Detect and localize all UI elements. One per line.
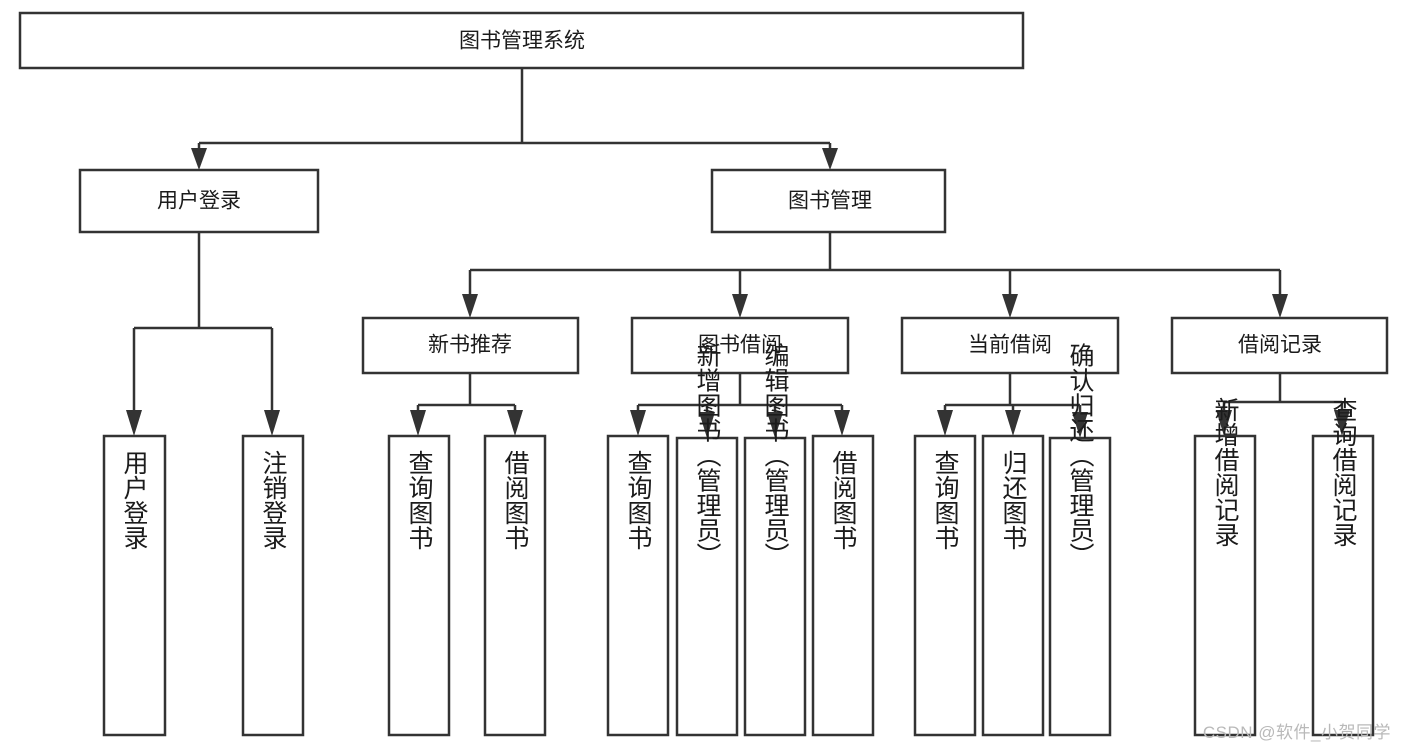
leaf-box[interactable] bbox=[675, 436, 739, 737]
arrow-root-to-book-mgmt bbox=[822, 148, 838, 170]
leaf-box[interactable] bbox=[743, 436, 807, 737]
arrow-book-borrow-leaf-2 bbox=[699, 412, 715, 438]
leaf-label: 新增图书（管理员） bbox=[693, 343, 722, 568]
book-management-box[interactable] bbox=[710, 168, 947, 234]
leaf-box[interactable] bbox=[387, 434, 451, 737]
node-current-borrow[interactable]: 当前借阅 bbox=[900, 316, 1120, 375]
leaf-label: 借阅图书 bbox=[829, 450, 858, 550]
leaf-box[interactable] bbox=[913, 434, 977, 737]
leaf-label: 查询借阅记录 bbox=[1329, 397, 1358, 547]
leaf-book-borrow-query[interactable]: 查询图书 bbox=[606, 434, 670, 737]
leaf-current-borrow-return[interactable]: 归还图书 bbox=[981, 434, 1045, 737]
current-borrow-box[interactable] bbox=[900, 316, 1120, 375]
arrow-borrow-record-leaf-1 bbox=[1216, 410, 1232, 436]
leaf-user-login-logout[interactable]: 注销登录 bbox=[241, 434, 305, 737]
leaf-current-borrow-confirm[interactable]: 确认归还（管理员） bbox=[1048, 343, 1112, 737]
user-login-label: 用户登录 bbox=[157, 190, 241, 213]
leaf-box[interactable] bbox=[241, 434, 305, 737]
leaf-label: 借阅图书 bbox=[501, 450, 530, 550]
node-borrow-record[interactable]: 借阅记录 bbox=[1170, 316, 1389, 375]
arrow-user-login-leaf-2 bbox=[264, 410, 280, 436]
leaf-new-book-borrow[interactable]: 借阅图书 bbox=[483, 434, 547, 737]
node-user-login[interactable]: 用户登录 bbox=[78, 168, 320, 234]
leaf-borrow-record-query[interactable]: 查询借阅记录 bbox=[1311, 397, 1375, 737]
root-box[interactable] bbox=[18, 11, 1025, 70]
leaf-box[interactable] bbox=[1311, 434, 1375, 737]
leaf-current-borrow-query[interactable]: 查询图书 bbox=[913, 434, 977, 737]
arrow-current-borrow-leaf-2 bbox=[1005, 410, 1021, 436]
root-label: 图书管理系统 bbox=[459, 30, 585, 53]
leaf-label: 归还图书 bbox=[999, 450, 1028, 550]
arrow-new-book-leaf-2 bbox=[507, 410, 523, 436]
arrow-new-book-leaf-1 bbox=[410, 410, 426, 436]
leaf-book-borrow-borrow[interactable]: 借阅图书 bbox=[811, 434, 875, 737]
current-borrow-label: 当前借阅 bbox=[968, 334, 1052, 357]
leaf-box[interactable] bbox=[606, 434, 670, 737]
leaf-box[interactable] bbox=[1048, 436, 1112, 737]
arrow-current-borrow-leaf-3 bbox=[1072, 412, 1088, 438]
arrow-current-borrow-leaf-1 bbox=[937, 410, 953, 436]
leaf-label: 新增借阅记录 bbox=[1211, 397, 1240, 547]
arrow-book-borrow-leaf-1 bbox=[630, 410, 646, 436]
leaf-label: 编辑图书（管理员） bbox=[761, 343, 790, 568]
arrow-book-borrow-leaf-4 bbox=[834, 410, 850, 436]
new-book-recommend-box[interactable] bbox=[361, 316, 580, 375]
node-root-system[interactable]: 图书管理系统 bbox=[18, 11, 1025, 70]
leaf-label: 用户登录 bbox=[120, 450, 149, 550]
arrow-borrow-record-leaf-2 bbox=[1334, 410, 1350, 436]
book-management-label: 图书管理 bbox=[788, 190, 872, 213]
leaf-box[interactable] bbox=[483, 434, 547, 737]
leaf-label: 确认归还（管理员） bbox=[1066, 343, 1095, 568]
leaf-label: 查询图书 bbox=[405, 450, 434, 550]
arrow-book-mgmt-to-new-book bbox=[462, 294, 478, 318]
book-borrow-label: 图书借阅 bbox=[698, 334, 782, 357]
arrow-book-mgmt-to-book-borrow bbox=[732, 294, 748, 318]
node-new-book-recommend[interactable]: 新书推荐 bbox=[361, 316, 580, 375]
borrow-record-box[interactable] bbox=[1170, 316, 1389, 375]
borrow-record-label: 借阅记录 bbox=[1238, 334, 1322, 357]
arrow-book-borrow-leaf-3 bbox=[767, 412, 783, 438]
arrow-book-mgmt-to-borrow-record bbox=[1272, 294, 1288, 318]
node-book-management[interactable]: 图书管理 bbox=[710, 168, 947, 234]
leaf-label: 查询图书 bbox=[931, 450, 960, 550]
leaf-borrow-record-add[interactable]: 新增借阅记录 bbox=[1193, 397, 1257, 737]
leaf-box[interactable] bbox=[811, 434, 875, 737]
edges-layer bbox=[126, 68, 1350, 438]
leaf-label: 查询图书 bbox=[624, 450, 653, 550]
new-book-recommend-label: 新书推荐 bbox=[428, 334, 512, 357]
leaf-box[interactable] bbox=[1193, 434, 1257, 737]
leaf-book-borrow-add[interactable]: 新增图书（管理员） bbox=[675, 343, 739, 737]
leaf-user-login-login[interactable]: 用户登录 bbox=[102, 434, 167, 737]
user-login-box[interactable] bbox=[78, 168, 320, 234]
leaf-book-borrow-edit[interactable]: 编辑图书（管理员） bbox=[743, 343, 807, 737]
arrow-user-login-leaf-1 bbox=[126, 410, 142, 436]
leaf-new-book-query[interactable]: 查询图书 bbox=[387, 434, 451, 737]
arrow-root-to-user-login bbox=[191, 148, 207, 170]
leaf-box[interactable] bbox=[981, 434, 1045, 737]
leaf-box[interactable] bbox=[102, 434, 167, 737]
node-book-borrow[interactable]: 图书借阅 bbox=[630, 316, 850, 375]
leaf-label: 注销登录 bbox=[259, 450, 288, 550]
arrow-book-mgmt-to-current-borrow bbox=[1002, 294, 1018, 318]
book-borrow-box[interactable] bbox=[630, 316, 850, 375]
